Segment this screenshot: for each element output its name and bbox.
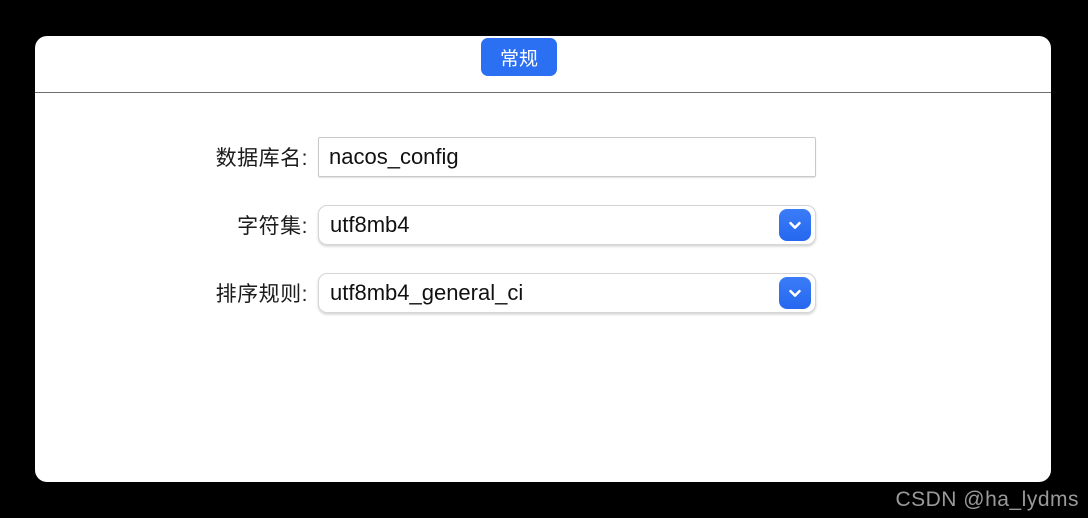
collation-label: 排序规则:	[215, 283, 308, 306]
database-name-input[interactable]	[318, 137, 816, 177]
form-row-charset: 字符集: utf8mb4	[35, 205, 1051, 245]
collation-selected-value: utf8mb4_general_ci	[330, 280, 524, 305]
charset-select[interactable]: utf8mb4	[318, 205, 816, 245]
csdn-watermark: CSDN @ha_lydms	[895, 488, 1079, 511]
chevron-down-icon[interactable]	[779, 277, 811, 309]
database-name-label: 数据库名:	[215, 147, 308, 170]
database-properties-dialog: 常规 数据库名: 字符集: utf8mb4 排序规则: utf8mb4_	[35, 36, 1051, 482]
chevron-down-icon[interactable]	[779, 209, 811, 241]
tab-general[interactable]: 常规	[481, 38, 557, 76]
charset-label: 字符集:	[237, 215, 308, 238]
form-row-collation: 排序规则: utf8mb4_general_ci	[35, 273, 1051, 313]
charset-selected-value: utf8mb4	[330, 212, 410, 237]
tab-divider	[35, 92, 1051, 93]
collation-select[interactable]: utf8mb4_general_ci	[318, 273, 816, 313]
form-row-database-name: 数据库名:	[35, 137, 1051, 177]
